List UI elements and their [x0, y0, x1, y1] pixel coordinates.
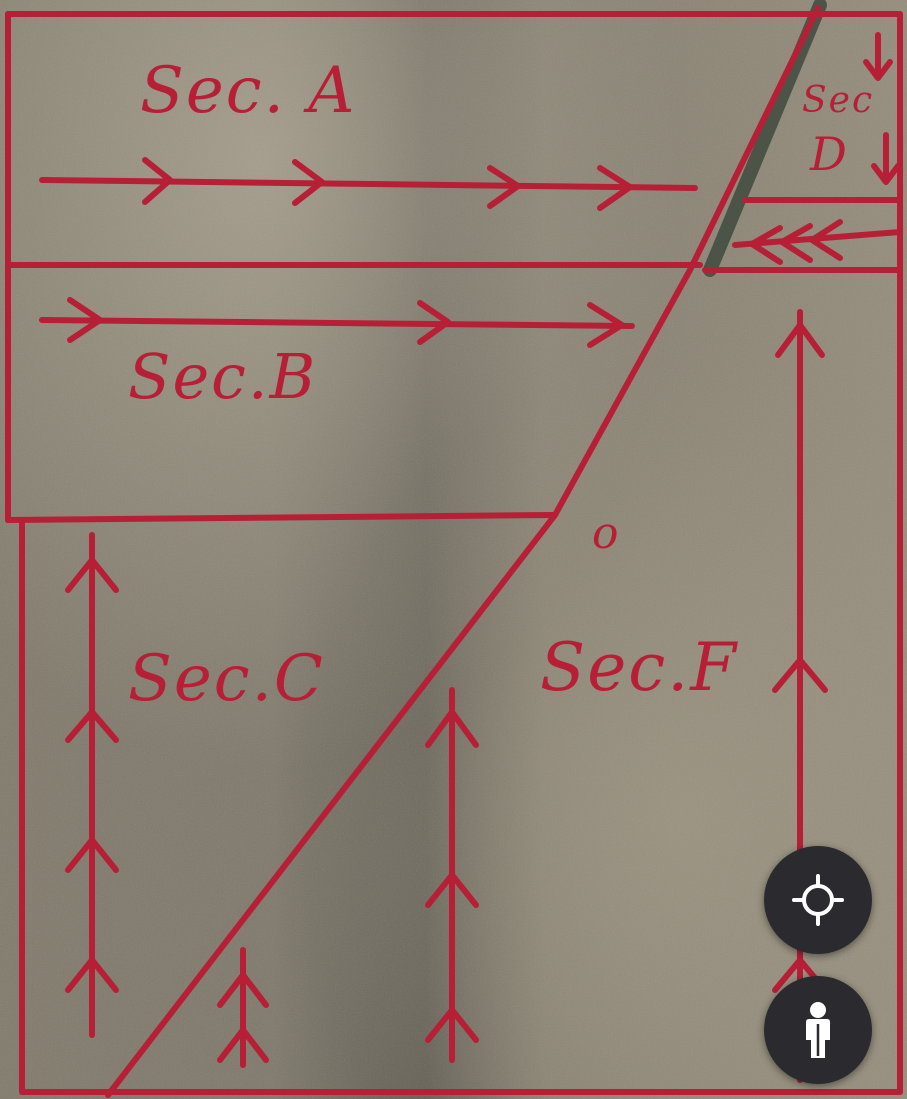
sec-d-label-line2: D: [809, 127, 849, 181]
crosshair-icon: [792, 874, 844, 926]
pegman-icon: [806, 1002, 830, 1058]
sec-d-arrowhead-2: [779, 223, 813, 263]
sec-c-arrowhead-2b: [217, 1027, 269, 1063]
divider-b-c: [5, 512, 556, 523]
sec-a-arrowhead-2: [292, 159, 325, 206]
my-location-button[interactable]: [764, 846, 872, 954]
diagonal-road: [105, 5, 821, 1098]
sec-a-arrowhead-3: [487, 165, 521, 209]
sec-d-down-arrow-2: [871, 132, 901, 185]
sec-a-arrow-line: [39, 177, 698, 191]
sec-b-label: Sec.B: [128, 340, 317, 413]
sec-d-arrowhead-3: [809, 219, 843, 261]
sec-c-arrowhead-3c: [425, 1007, 479, 1043]
sec-c-arrowhead-3a: [425, 709, 479, 748]
sec-c-arrowhead-3b: [425, 872, 479, 908]
sec-c-arrowhead-2a: [217, 972, 269, 1008]
marker-o-label: o: [592, 508, 621, 559]
street-view-button[interactable]: [764, 976, 872, 1084]
sec-d-down-arrow-1: [863, 32, 893, 81]
sec-a-arrowhead-4: [597, 165, 633, 211]
sec-b-arrowhead-1: [67, 297, 103, 343]
sec-d-arrowhead-1: [749, 225, 783, 265]
sec-f-arrowhead-1: [775, 322, 825, 358]
sec-c-label: Sec.C: [128, 642, 325, 716]
sec-c-arrowhead-1c: [65, 837, 119, 873]
dark-marker-stroke: [703, 0, 827, 277]
sec-f-arrowhead-2: [772, 657, 828, 693]
sec-a-label: Sec. A: [140, 54, 356, 128]
sec-c-arrowhead-1b: [65, 709, 119, 743]
sec-f-label: Sec.F: [540, 629, 738, 706]
sec-c-arrowhead-1a: [65, 557, 119, 593]
sec-c-arrowhead-1d: [65, 957, 119, 993]
sec-a-arrowhead-1: [142, 157, 173, 205]
sec-b-arrowhead-3: [587, 302, 625, 348]
sec-b-arrow-line: [39, 317, 635, 329]
sec-b-arrowhead-2: [417, 300, 451, 345]
sec-d-label-line1: Sec: [802, 80, 874, 121]
